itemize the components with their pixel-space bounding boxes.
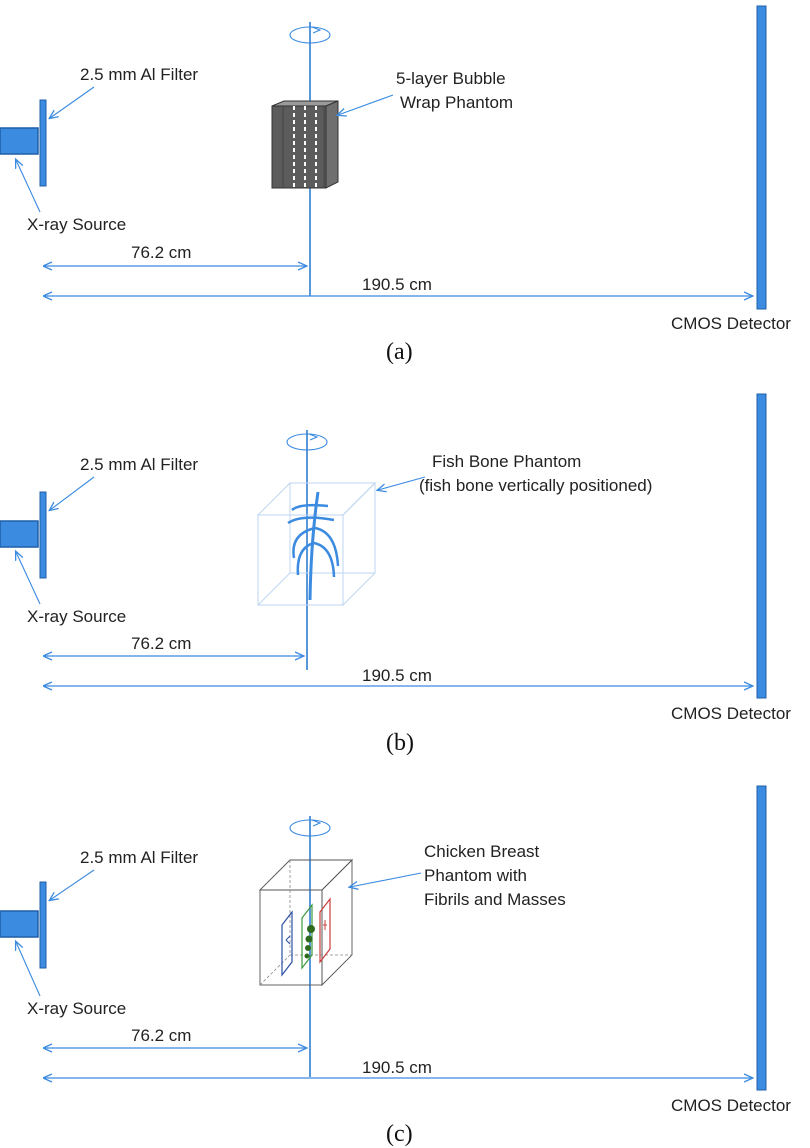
detector-label: CMOS Detector — [671, 314, 791, 333]
detector-label: CMOS Detector — [671, 704, 791, 723]
filter-label: 2.5 mm Al Filter — [80, 65, 198, 84]
source-label: X-ray Source — [27, 215, 126, 234]
cmos-detector — [756, 5, 767, 310]
distance-long-label: 190.5 cm — [362, 1058, 432, 1077]
phantom-label-line-3: Fibrils and Masses — [424, 890, 566, 909]
phantom-pointer — [350, 872, 422, 887]
panel-caption: (c) — [386, 1121, 413, 1147]
filter-pointer — [50, 86, 95, 118]
source-label: X-ray Source — [27, 999, 126, 1018]
panel-b: 2.5 mm Al Filter X-ray Source Fish Bone … — [0, 393, 791, 756]
phantom-label-line-1: Fish Bone Phantom — [432, 452, 581, 471]
phantom-label-line-2: (fish bone vertically positioned) — [419, 476, 652, 495]
panel-caption: (a) — [386, 339, 413, 365]
source-pointer — [16, 160, 41, 213]
al-filter — [39, 881, 47, 969]
distance-long-label: 190.5 cm — [362, 666, 432, 685]
bubble-wrap-phantom — [271, 100, 339, 189]
source-pointer — [16, 942, 41, 997]
chicken-breast-phantom — [258, 858, 354, 987]
cmos-detector — [756, 393, 767, 699]
filter-pointer — [50, 476, 95, 510]
x-ray-source — [0, 127, 39, 155]
panel-c: 2.5 mm Al Filter X-ray Source C — [0, 785, 791, 1147]
detector-label: CMOS Detector — [671, 1096, 791, 1115]
fish-bone-phantom — [256, 481, 377, 607]
phantom-label-line-1: 5-layer Bubble — [396, 69, 506, 88]
phantom-label-line-1: Chicken Breast — [424, 842, 540, 861]
phantom-label-line-2: Phantom with — [424, 866, 527, 885]
phantom-label-line-2: Wrap Phantom — [400, 93, 513, 112]
filter-label: 2.5 mm Al Filter — [80, 848, 198, 867]
filter-label: 2.5 mm Al Filter — [80, 455, 198, 474]
phantom-pointer — [378, 476, 426, 490]
panel-a: 2.5 mm Al Filter X-ray Source 5-layer Bu… — [0, 5, 791, 365]
distance-long-label: 190.5 cm — [362, 275, 432, 294]
x-ray-source — [0, 910, 39, 938]
distance-short-label: 76.2 cm — [131, 634, 191, 653]
distance-short-label: 76.2 cm — [131, 1026, 191, 1045]
al-filter — [39, 99, 47, 187]
source-label: X-ray Source — [27, 607, 126, 626]
filter-pointer — [50, 869, 95, 900]
source-pointer — [16, 552, 41, 605]
x-ray-source — [0, 520, 39, 548]
cmos-detector — [756, 785, 767, 1091]
panel-caption: (b) — [386, 730, 414, 756]
distance-short-label: 76.2 cm — [131, 243, 191, 262]
phantom-pointer — [338, 94, 394, 115]
al-filter — [39, 491, 47, 579]
